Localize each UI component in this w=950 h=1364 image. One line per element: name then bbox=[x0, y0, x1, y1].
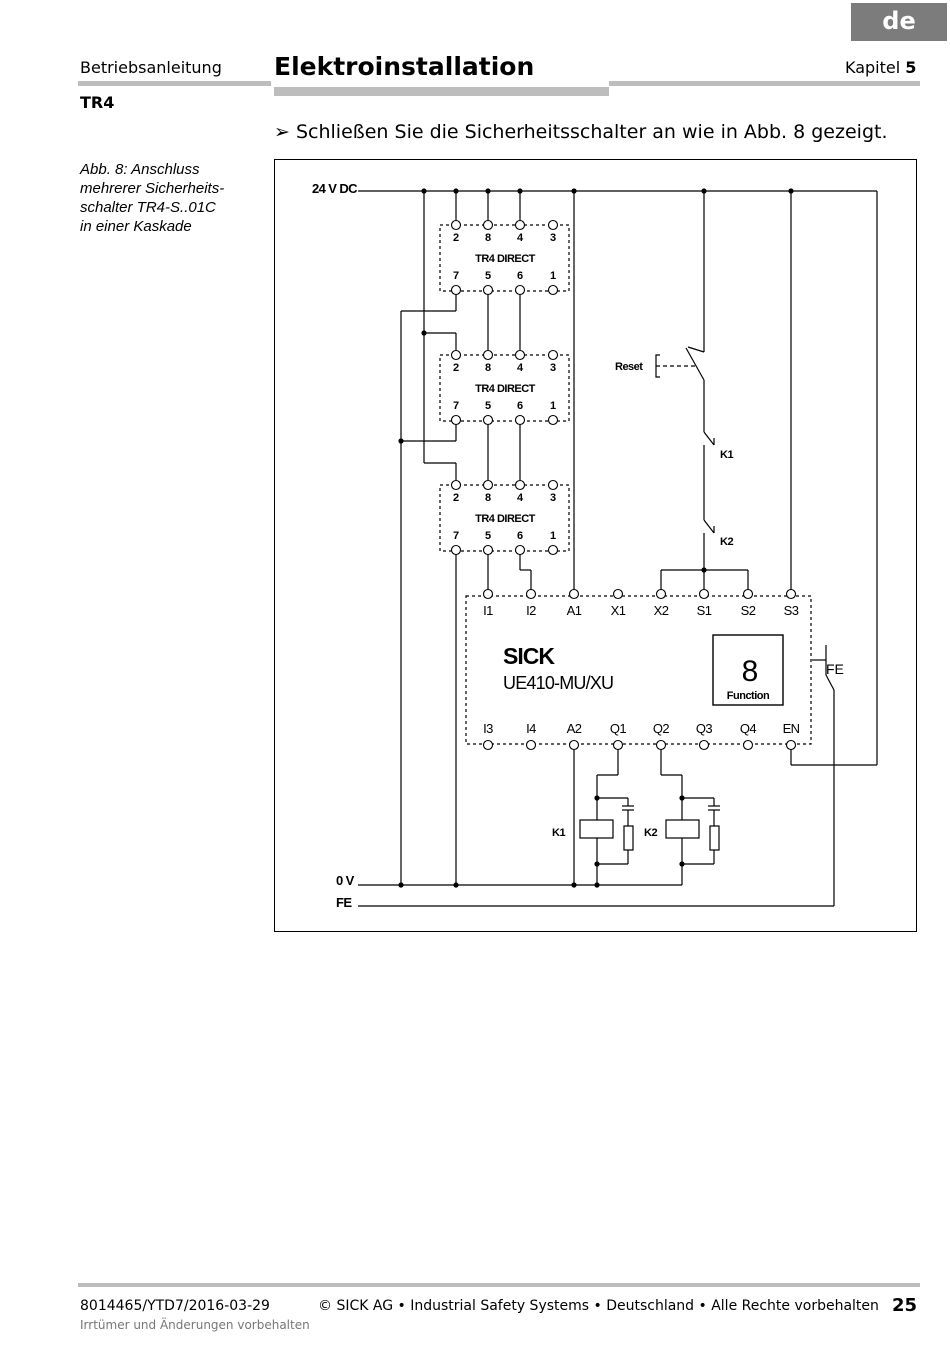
caption-line: Abb. 8: Anschluss bbox=[80, 161, 200, 178]
terminal-label: 4 bbox=[517, 232, 524, 244]
doc-id: 8014465/YTD7/2016-03-29 bbox=[80, 1298, 270, 1314]
product-label: TR4 bbox=[80, 93, 115, 112]
terminal-label: 5 bbox=[485, 400, 491, 412]
ground-label: 0 V bbox=[336, 873, 355, 888]
sick-logo: SICK bbox=[503, 643, 555, 669]
terminal-label: 7 bbox=[453, 530, 459, 542]
reset-label: Reset bbox=[615, 361, 643, 373]
terminal-label: 7 bbox=[453, 400, 459, 412]
relay-terminal-label: Q2 bbox=[653, 721, 670, 736]
relay-terminal-label: S2 bbox=[741, 603, 756, 618]
terminal-label: 1 bbox=[550, 270, 556, 282]
relay-terminal-label: Q1 bbox=[610, 721, 627, 736]
terminal-label: 8 bbox=[485, 492, 491, 504]
function-value: 8 bbox=[742, 655, 759, 688]
disclaimer: Irrtümer und Änderungen vorbehalten bbox=[80, 1318, 310, 1332]
relay-terminal-label: A1 bbox=[567, 603, 582, 618]
safety-switch-3: 2 8 4 3 TR4 DIRECT 7 5 6 1 bbox=[453, 492, 556, 542]
terminal-label: 2 bbox=[453, 492, 459, 504]
chapter-number: 5 bbox=[905, 58, 917, 77]
copyright: © SICK AG • Industrial Safety Systems • … bbox=[318, 1298, 879, 1314]
wiring-diagram-frame: 24 V DC 0 V FE 2 8 4 3 TR4 DIRECT 7 5 6 … bbox=[274, 159, 917, 932]
safety-switch-2: 2 8 4 3 TR4 DIRECT 7 5 6 1 bbox=[453, 362, 556, 412]
page-number: 25 bbox=[892, 1295, 918, 1316]
caption-line: in einer Kaskade bbox=[80, 218, 192, 235]
terminal-label: 1 bbox=[550, 530, 556, 542]
terminal-label: 3 bbox=[550, 362, 556, 374]
header-bar-title bbox=[274, 87, 609, 96]
terminal-label: 7 bbox=[453, 270, 459, 282]
instruction: ➢ Schließen Sie die Sicherheitsschalter … bbox=[274, 121, 888, 143]
figure-caption: Abb. 8: Anschluss mehrerer Sicherheits- … bbox=[80, 160, 255, 236]
header-bar-right bbox=[609, 81, 920, 86]
instruction-text: Schließen Sie die Sicherheitsschalter an… bbox=[295, 121, 888, 143]
terminal-label: 5 bbox=[485, 270, 491, 282]
relay-terminal-label: S1 bbox=[697, 603, 712, 618]
header-bar-left bbox=[78, 81, 271, 86]
terminal-label: 5 bbox=[485, 530, 491, 542]
terminal-label: 6 bbox=[517, 270, 523, 282]
relay-terminal-label: A2 bbox=[567, 721, 582, 736]
relay-fe-label: FE bbox=[826, 661, 844, 677]
function-label: Function bbox=[727, 690, 770, 702]
relay-terminal-label: I3 bbox=[483, 721, 493, 736]
relay-terminal-label: I2 bbox=[526, 603, 536, 618]
relay-terminal-label: I1 bbox=[483, 603, 493, 618]
language-tab: de bbox=[851, 3, 947, 41]
k2-contact-label: K2 bbox=[720, 536, 733, 548]
footer-rule bbox=[78, 1283, 920, 1287]
terminal-label: 3 bbox=[550, 492, 556, 504]
chapter-label: Kapitel bbox=[845, 58, 901, 77]
caption-line: schalter TR4-S..01C bbox=[80, 199, 216, 216]
k2-coil-label: K2 bbox=[644, 827, 657, 839]
terminal-label: 4 bbox=[517, 362, 524, 374]
junction-dots bbox=[398, 188, 794, 888]
relay-terminal-label: I4 bbox=[526, 721, 536, 736]
relay-terminal-label: S3 bbox=[784, 603, 799, 618]
k1-contact-label: K1 bbox=[720, 449, 733, 461]
wiring-diagram: 24 V DC 0 V FE 2 8 4 3 TR4 DIRECT 7 5 6 … bbox=[312, 181, 878, 910]
relay-terminal-label: Q3 bbox=[696, 721, 713, 736]
terminal-label: 4 bbox=[517, 492, 524, 504]
chapter-indicator: Kapitel 5 bbox=[845, 58, 916, 77]
terminal-label: 8 bbox=[485, 232, 491, 244]
terminal-label: 2 bbox=[453, 362, 459, 374]
relay-terminal-label: EN bbox=[783, 721, 800, 736]
terminal-label: 3 bbox=[550, 232, 556, 244]
section-title: Elektroinstallation bbox=[274, 52, 535, 81]
terminal-label: 2 bbox=[453, 232, 459, 244]
relay-terminal-label: X2 bbox=[654, 603, 669, 618]
header-left-label: Betriebsanleitung bbox=[80, 58, 222, 77]
terminal-label: 6 bbox=[517, 400, 523, 412]
supply-label: 24 V DC bbox=[312, 181, 358, 196]
terminal-label: 6 bbox=[517, 530, 523, 542]
terminal-label: 1 bbox=[550, 400, 556, 412]
relay-terminals bbox=[482, 588, 797, 751]
switch-terminals bbox=[450, 219, 559, 556]
k1-coil-label: K1 bbox=[552, 827, 565, 839]
arrow-bullet-icon: ➢ bbox=[274, 121, 290, 143]
terminal-label: 8 bbox=[485, 362, 491, 374]
relay-terminal-label: X1 bbox=[611, 603, 626, 618]
fe-rail-label: FE bbox=[336, 895, 352, 910]
safety-switch-1: 2 8 4 3 TR4 DIRECT 7 5 6 1 bbox=[453, 232, 556, 282]
relay-terminal-label: Q4 bbox=[740, 721, 757, 736]
caption-line: mehrerer Sicherheits- bbox=[80, 180, 225, 197]
switch-name: TR4 DIRECT bbox=[475, 253, 536, 265]
switch-name: TR4 DIRECT bbox=[475, 383, 536, 395]
relay-model: UE410-MU/XU bbox=[503, 673, 613, 693]
switch-name: TR4 DIRECT bbox=[475, 513, 536, 525]
relay-terminal-labels: I1 I2 A1 X1 X2 S1 S2 S3 I3 I4 A2 Q1 Q2 Q… bbox=[483, 603, 800, 736]
